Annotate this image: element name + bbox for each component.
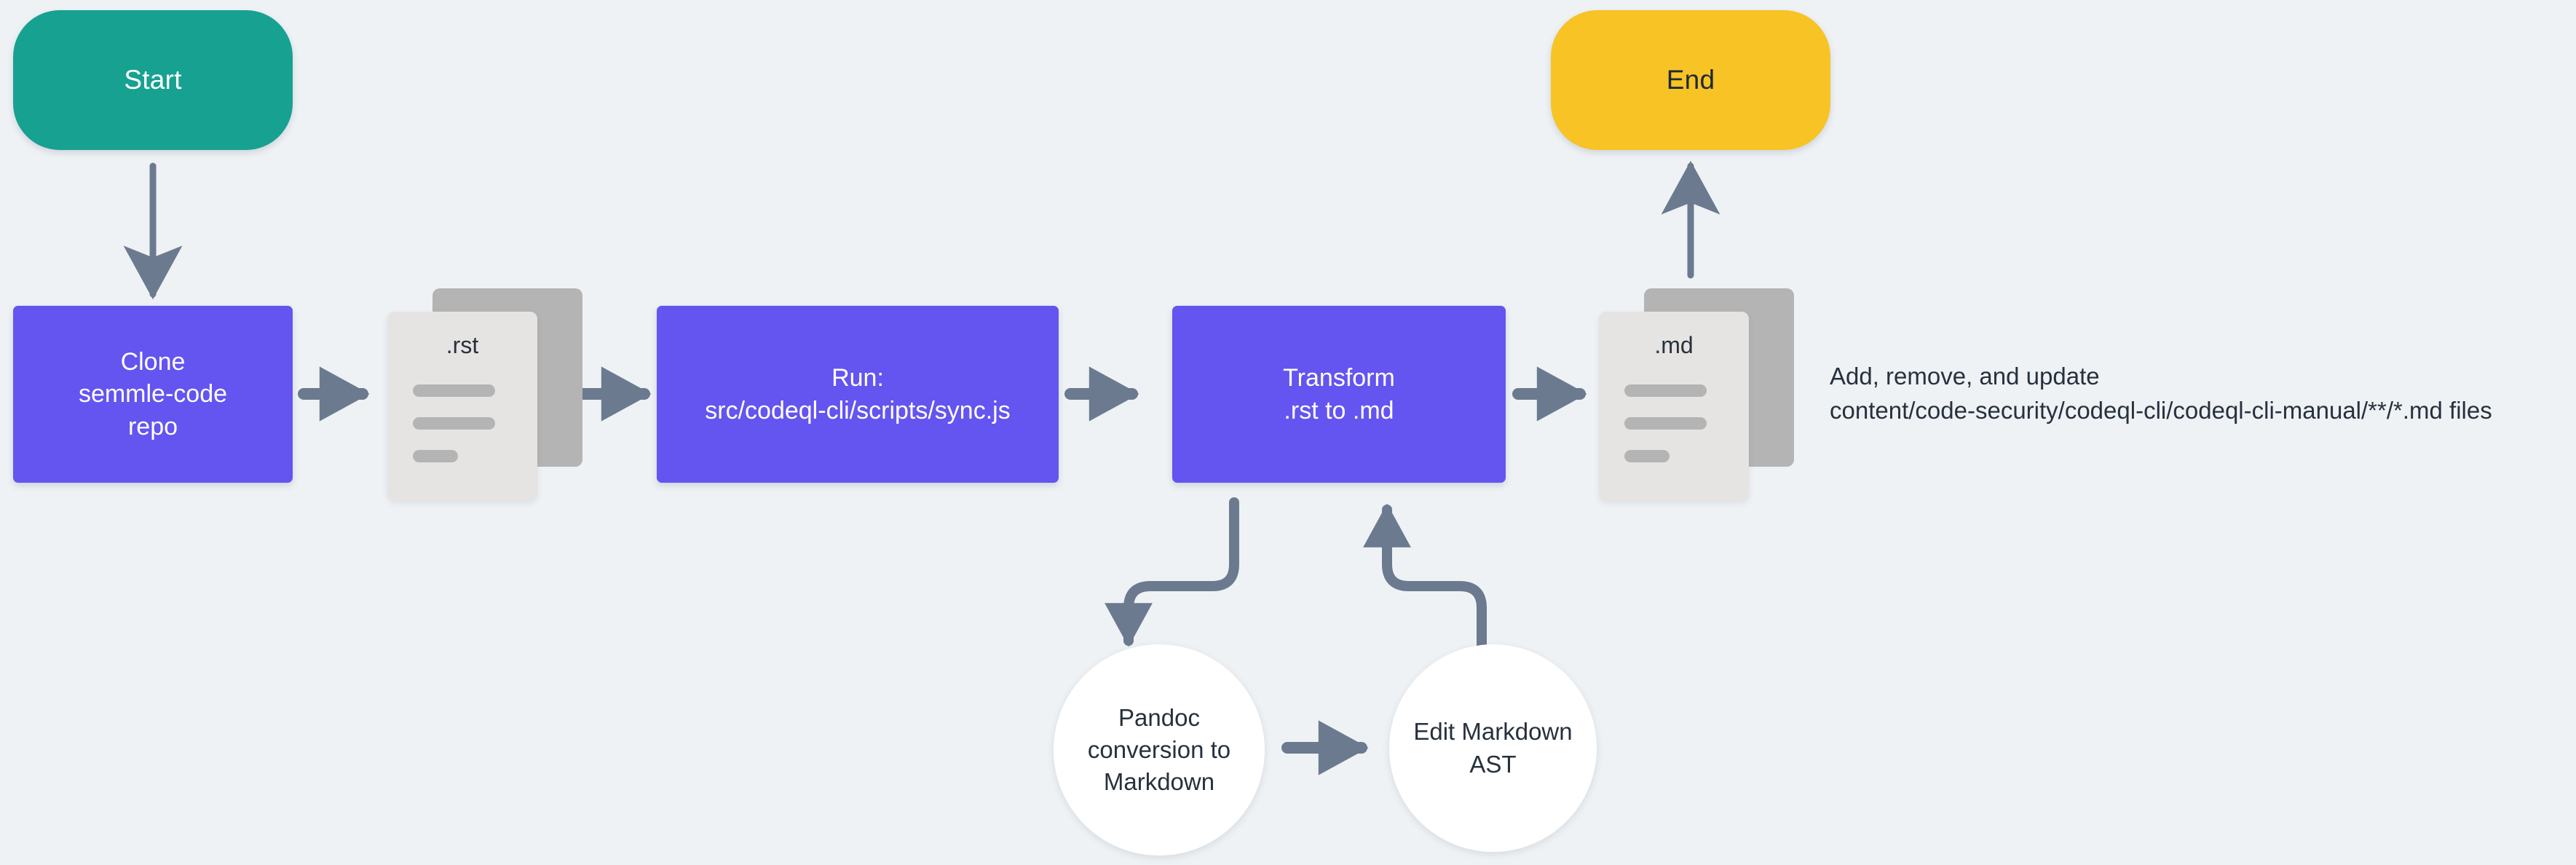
edge-transform-to-pandoc — [1105, 497, 1239, 647]
document-rst-label: .rst — [446, 332, 479, 358]
node-pandoc-line-3: Markdown — [1103, 768, 1215, 796]
node-pandoc-line-2: conversion to — [1087, 735, 1231, 763]
node-edit-markdown-ast[interactable]: Edit Markdown AST — [1389, 644, 1597, 852]
document-rst-text-rule — [413, 384, 495, 397]
node-transform-line-2: .rst to .md — [1284, 396, 1394, 424]
document-md-text-rule — [1624, 450, 1670, 462]
document-rst-text-rule — [413, 417, 495, 430]
node-clone-repo-line-1: Clone — [120, 348, 186, 376]
node-pandoc-line-1: Pandoc — [1118, 703, 1200, 731]
node-end[interactable]: End — [1551, 10, 1830, 150]
document-rst-text-rule — [413, 450, 458, 462]
document-md-text-rule — [1624, 384, 1707, 397]
node-run-script-line-1: Run: — [831, 364, 884, 392]
node-clone-repo-line-3: repo — [127, 412, 178, 441]
document-md-label: .md — [1654, 332, 1694, 358]
annotation-line-1: Add, remove, and update — [1830, 363, 2100, 390]
edge-edit-ast-to-transform — [1363, 503, 1487, 660]
node-end-label: End — [1666, 65, 1715, 95]
annotation-md-file-updates: Add, remove, and update content/code-sec… — [1830, 360, 2492, 428]
document-rst-front-sheet — [387, 312, 537, 501]
node-clone-repo[interactable]: Clone semmle-code repo — [13, 306, 293, 483]
annotation-line-2: content/code-security/codeql-cli/codeql-… — [1830, 396, 2492, 424]
node-start-label: Start — [124, 65, 182, 95]
document-md[interactable]: .md — [1599, 288, 1794, 501]
node-clone-repo-line-2: semmle-code — [78, 380, 228, 408]
document-md-text-rule — [1624, 417, 1707, 430]
node-edit-ast-line-1: Edit Markdown — [1413, 718, 1573, 746]
node-transform-line-1: Transform — [1283, 364, 1395, 392]
document-md-front-sheet — [1599, 312, 1749, 501]
node-run-script-line-2: src/codeql-cli/scripts/sync.js — [705, 396, 1011, 424]
node-start[interactable]: Start — [13, 10, 293, 150]
node-transform[interactable]: Transform .rst to .md — [1172, 306, 1506, 483]
node-run-script[interactable]: Run: src/codeql-cli/scripts/sync.js — [657, 306, 1059, 483]
node-edit-ast-line-2: AST — [1469, 750, 1517, 778]
document-rst[interactable]: .rst — [387, 288, 582, 501]
node-pandoc-conversion[interactable]: Pandoc conversion to Markdown — [1054, 644, 1265, 856]
